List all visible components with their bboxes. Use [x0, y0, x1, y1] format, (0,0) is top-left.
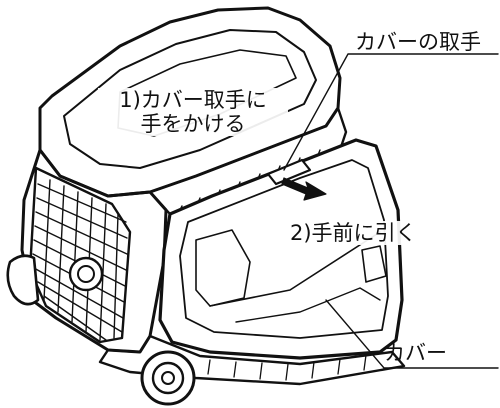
step1-instruction: 1)カバー取手に 手をかける — [98, 88, 288, 137]
cover-pocket — [195, 229, 251, 307]
cover-crease — [209, 231, 381, 307]
cover-handle-label: カバーの取手 — [355, 30, 481, 54]
cover-lower-contour — [235, 287, 381, 323]
cover-inner-contour — [179, 159, 389, 339]
front-knob-inner — [77, 265, 95, 283]
wheel-front-tire — [140, 350, 196, 406]
bottom-rail-ribs — [207, 354, 367, 381]
wheel-rear — [6, 254, 40, 306]
leader-line-cover — [325, 299, 499, 369]
pull-direction-arrow-icon — [281, 177, 327, 201]
step1-line2: 手をかける — [98, 112, 288, 137]
step1-line1: 1)カバー取手に — [98, 88, 288, 113]
generator-body — [20, 6, 406, 386]
wheel-front — [140, 350, 196, 406]
leader-line-cover-handle — [283, 53, 499, 171]
cover-edge-notch — [361, 245, 387, 283]
wheel-front-hub — [161, 371, 175, 385]
cover-panel — [158, 138, 404, 360]
step2-instruction: 2)手前に引く — [288, 221, 419, 246]
generator-front-panel — [20, 148, 168, 354]
bottom-rail — [98, 334, 406, 386]
cover-handle — [266, 158, 312, 186]
front-knob-outer — [68, 256, 104, 292]
wheel-front-rim — [151, 361, 185, 395]
cover-label: カバー — [384, 341, 447, 365]
wheel-rear-tire — [6, 254, 40, 306]
generator-top-panel — [63, 29, 317, 169]
